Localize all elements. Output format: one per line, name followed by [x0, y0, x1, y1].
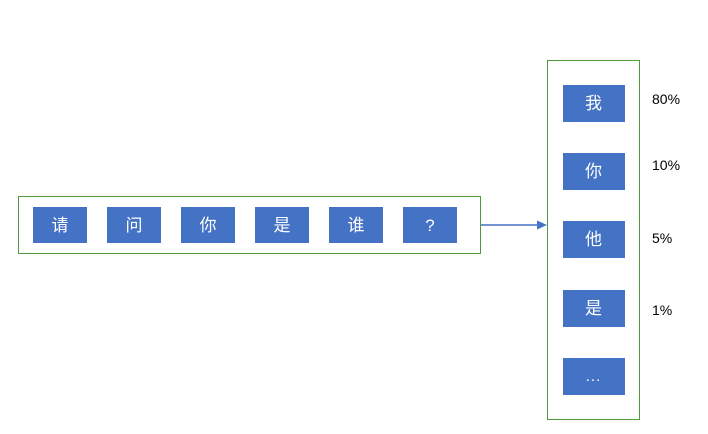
arrow-right-icon [481, 220, 547, 230]
output-candidate-more: ... [562, 358, 625, 396]
input-token: 谁 [329, 207, 383, 243]
candidate-probability: 10% [652, 157, 681, 173]
input-token: 是 [255, 207, 309, 243]
candidate-probability: 80% [652, 91, 681, 107]
input-token-sequence: 请 问 你 是 谁 ? [18, 196, 481, 254]
output-candidate: 你 [562, 153, 625, 191]
input-token: 问 [107, 207, 161, 243]
candidate-probability: 5% [652, 230, 673, 246]
input-token: ? [403, 207, 457, 243]
output-candidates-panel: 我 你 他 是 ... [547, 60, 640, 420]
output-candidate: 我 [562, 84, 625, 122]
output-candidate: 他 [562, 221, 625, 259]
output-candidate: 是 [562, 289, 625, 327]
candidate-probability: 1% [652, 302, 673, 318]
output-candidate-list: 我 你 他 是 ... [548, 61, 639, 419]
input-token-list: 请 问 你 是 谁 ? [19, 197, 480, 253]
input-token: 你 [181, 207, 235, 243]
input-token: 请 [33, 207, 87, 243]
